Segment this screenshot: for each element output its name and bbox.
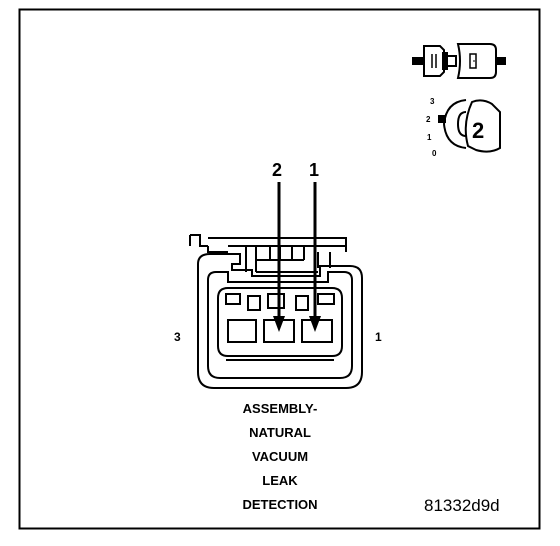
- cavity-3: [227, 319, 257, 343]
- key-scale-0: 0: [432, 149, 437, 158]
- key-label: 2: [472, 118, 484, 143]
- pin-arrows: [273, 182, 321, 332]
- caption: ASSEMBLY- NATURAL VACUUM LEAK DETECTION: [242, 401, 317, 512]
- key-scale-2: 2: [426, 115, 431, 124]
- mating-connector-icon: [412, 43, 506, 79]
- caption-line-5: DETECTION: [242, 497, 317, 512]
- cavity-label-left: 3: [174, 330, 181, 344]
- pin-callout-1: 1: [309, 160, 319, 180]
- pin-callout-2: 2: [272, 160, 282, 180]
- key-scale-3: 3: [430, 97, 435, 106]
- key-marker: [438, 115, 446, 123]
- diagram-border: [18, 8, 541, 530]
- cavity-label-right: 1: [375, 330, 382, 344]
- caption-line-4: LEAK: [262, 473, 298, 488]
- key-position-indicator: 3 2 1 0 2: [426, 97, 501, 158]
- connector-face: [189, 234, 363, 389]
- caption-line-1: ASSEMBLY-: [243, 401, 318, 416]
- caption-line-3: VACUUM: [252, 449, 308, 464]
- key-body: [464, 99, 501, 153]
- caption-line-2: NATURAL: [249, 425, 311, 440]
- key-scale-1: 1: [427, 133, 432, 142]
- figure-id: 81332d9d: [424, 496, 500, 515]
